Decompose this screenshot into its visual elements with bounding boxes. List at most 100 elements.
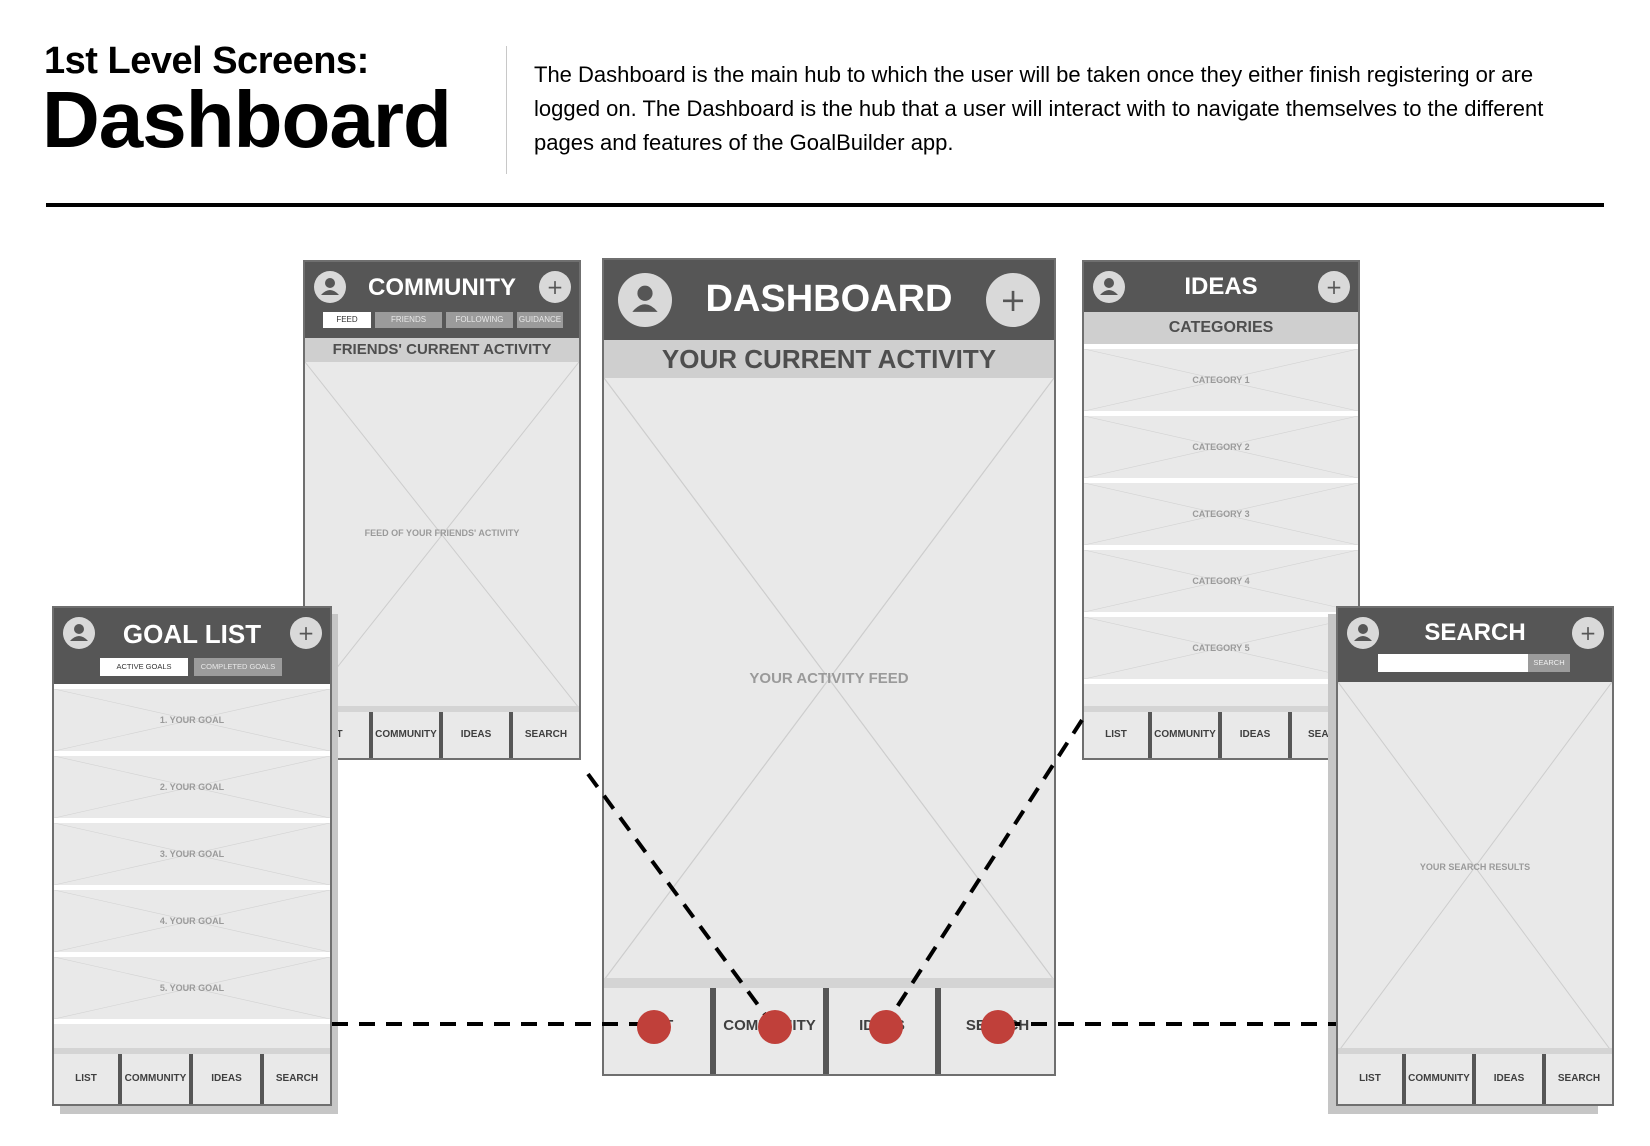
goal-list-topbar: GOAL LIST + ACTIVE GOALS COMPLETED GOALS — [54, 608, 330, 684]
nav-ideas[interactable]: IDEAS — [193, 1054, 260, 1104]
row-separator — [54, 952, 330, 957]
nav-ideas[interactable]: IDEAS — [443, 712, 509, 758]
nav-community[interactable]: COMMUNITY — [1406, 1054, 1472, 1104]
page-subtitle: 1st Level Screens: — [44, 40, 369, 82]
dashboard-subtitle: YOUR CURRENT ACTIVITY — [604, 340, 1054, 378]
ideas-navbar: LIST COMMUNITY IDEAS SEAR — [1084, 706, 1358, 758]
goal-row[interactable]: 2. YOUR GOAL — [54, 756, 330, 818]
search-results-label: YOUR SEARCH RESULTS — [1419, 862, 1531, 872]
goal-label: 2. YOUR GOAL — [159, 781, 225, 792]
nav-search[interactable]: SEARCH — [513, 712, 579, 758]
nav-divider — [823, 988, 829, 1074]
tab-guidance[interactable]: GUIDANCE — [517, 312, 563, 328]
ideas-topbar: IDEAS + — [1084, 262, 1358, 312]
nav-divider — [710, 988, 716, 1074]
nav-divider — [260, 1054, 264, 1104]
category-row[interactable]: CATEGORY 1 — [1084, 349, 1358, 411]
ideas-subtitle: CATEGORIES — [1084, 312, 1358, 344]
user-icon[interactable] — [618, 273, 672, 327]
community-feed-placeholder: FEED OF YOUR FRIENDS' ACTIVITY — [305, 362, 579, 708]
category-label: CATEGORY 5 — [1192, 642, 1250, 653]
goal-label: 5. YOUR GOAL — [159, 982, 225, 993]
nav-list[interactable]: LIST — [54, 1054, 118, 1104]
ideas-title: IDEAS — [1184, 273, 1258, 300]
plus-icon[interactable]: + — [1318, 271, 1350, 303]
plus-icon[interactable]: + — [539, 271, 571, 303]
nav-divider — [1288, 712, 1292, 758]
nav-search[interactable]: SEARCH — [264, 1054, 330, 1104]
hotspot-search-dot — [981, 1010, 1015, 1044]
row-separator — [1084, 478, 1358, 483]
nav-divider — [1542, 1054, 1546, 1104]
search-button[interactable]: SEARCH — [1528, 654, 1570, 672]
row-separator — [54, 818, 330, 823]
search-topbar: SEARCH + SEARCH — [1338, 608, 1612, 682]
goal-row[interactable]: 1. YOUR GOAL — [54, 689, 330, 751]
search-results-placeholder: YOUR SEARCH RESULTS — [1338, 682, 1612, 1052]
activity-feed-label: YOUR ACTIVITY FEED — [749, 670, 909, 687]
tab-following[interactable]: FOLLOWING — [446, 312, 513, 328]
goal-row[interactable]: 5. YOUR GOAL — [54, 957, 330, 1019]
hotspot-ideas-dot — [869, 1010, 903, 1044]
tab-feed[interactable]: FEED — [323, 312, 371, 328]
community-topbar: COMMUNITY + FEED FRIENDS FOLLOWING GUIDA… — [305, 262, 579, 338]
category-label: CATEGORY 4 — [1192, 575, 1250, 586]
tab-friends[interactable]: FRIENDS — [375, 312, 442, 328]
row-separator — [1084, 679, 1358, 684]
nav-divider — [1472, 1054, 1476, 1104]
community-feed-label: FEED OF YOUR FRIENDS' ACTIVITY — [364, 528, 520, 538]
tab-active-goals[interactable]: ACTIVE GOALS — [100, 658, 188, 676]
nav-search[interactable]: SEARCH — [1546, 1054, 1612, 1104]
goal-row[interactable]: 4. YOUR GOAL — [54, 890, 330, 952]
header-divider — [506, 46, 507, 174]
dashboard-title: DASHBOARD — [705, 278, 953, 320]
user-icon[interactable] — [1093, 271, 1125, 303]
goal-list-screen: GOAL LIST + ACTIVE GOALS COMPLETED GOALS… — [52, 606, 332, 1106]
user-icon[interactable] — [314, 271, 346, 303]
row-separator — [1084, 344, 1358, 349]
plus-icon[interactable]: + — [1572, 617, 1604, 649]
row-separator — [1084, 545, 1358, 550]
nav-ideas[interactable]: IDEAS — [1222, 712, 1288, 758]
category-row[interactable]: CATEGORY 4 — [1084, 550, 1358, 612]
row-separator — [54, 684, 330, 689]
community-navbar: IST COMMUNITY IDEAS SEARCH — [305, 706, 579, 758]
community-title: COMMUNITY — [368, 274, 516, 301]
goal-list-navbar: LIST COMMUNITY IDEAS SEARCH — [54, 1048, 330, 1104]
dashboard-screen: DASHBOARD + YOUR CURRENT ACTIVITY YOUR A… — [602, 258, 1056, 1076]
nav-ideas[interactable]: IDEAS — [1476, 1054, 1542, 1104]
nav-divider — [1218, 712, 1222, 758]
nav-divider — [439, 712, 443, 758]
goal-label: 4. YOUR GOAL — [159, 915, 225, 926]
category-label: CATEGORY 1 — [1192, 374, 1250, 385]
nav-divider — [1402, 1054, 1406, 1104]
nav-divider — [189, 1054, 193, 1104]
page-description: The Dashboard is the main hub to which t… — [534, 62, 1544, 155]
nav-community[interactable]: COMMUNITY — [1152, 712, 1218, 758]
row-separator — [54, 751, 330, 756]
nav-divider — [509, 712, 513, 758]
nav-divider — [369, 712, 373, 758]
search-navbar: LIST COMMUNITY IDEAS SEARCH — [1338, 1048, 1612, 1104]
goal-row[interactable]: 3. YOUR GOAL — [54, 823, 330, 885]
nav-list[interactable]: LIST — [1084, 712, 1148, 758]
category-row[interactable]: CATEGORY 2 — [1084, 416, 1358, 478]
goal-label: 1. YOUR GOAL — [159, 714, 225, 725]
nav-community[interactable]: COMMUNITY — [122, 1054, 189, 1104]
tab-completed-goals[interactable]: COMPLETED GOALS — [194, 658, 282, 676]
user-icon[interactable] — [1347, 617, 1379, 649]
category-row[interactable]: CATEGORY 3 — [1084, 483, 1358, 545]
search-input[interactable] — [1378, 654, 1528, 672]
search-screen: SEARCH + SEARCH YOUR SEARCH RESULTS LIST… — [1336, 606, 1614, 1106]
category-row[interactable]: CATEGORY 5 — [1084, 617, 1358, 679]
community-subtitle: FRIENDS' CURRENT ACTIVITY — [305, 338, 579, 362]
nav-community[interactable]: COMMUNITY — [373, 712, 439, 758]
plus-icon[interactable]: + — [986, 273, 1040, 327]
nav-list[interactable]: LIST — [1338, 1054, 1402, 1104]
row-separator — [1084, 612, 1358, 617]
row-separator — [54, 885, 330, 890]
plus-icon[interactable]: + — [290, 617, 322, 649]
user-icon[interactable] — [63, 617, 95, 649]
search-title: SEARCH — [1424, 619, 1526, 646]
